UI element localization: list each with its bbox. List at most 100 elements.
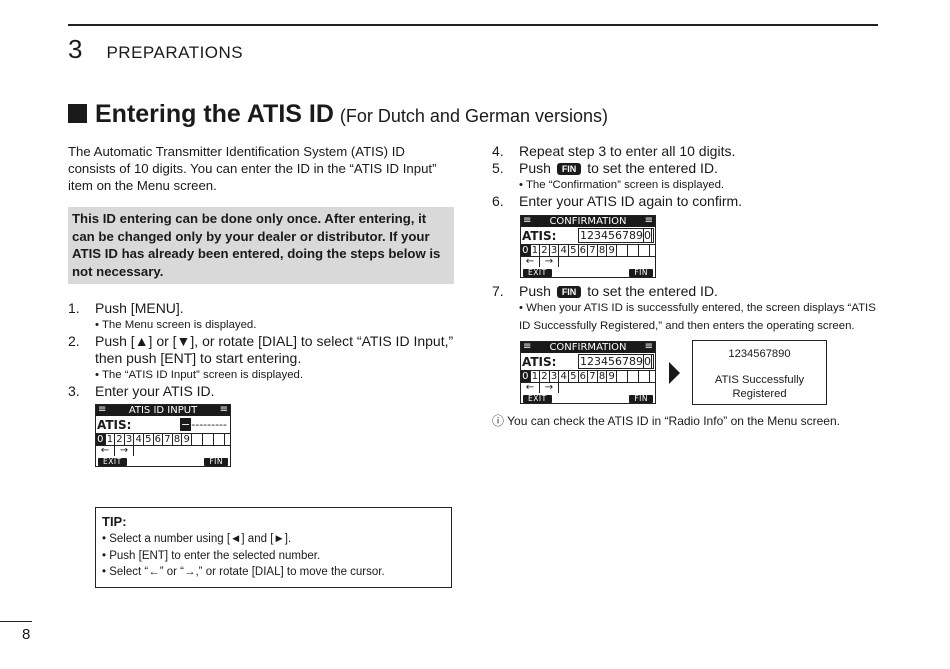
steps-left: 1. Push [MENU]. • The Menu screen is dis… xyxy=(68,300,454,467)
lcd-exit-key: EXIT xyxy=(523,269,552,277)
warning-box: This ID entering can be done only once. … xyxy=(68,207,454,284)
right-arrow-icon: → xyxy=(115,446,134,456)
lcd-confirmation-screen-final: CONFIRMATION ATIS: 1234567890 0 1 2 3 4 … xyxy=(520,341,656,404)
step-7: 7. Push FIN to set the entered ID. xyxy=(492,283,882,300)
section-subtitle: (For Dutch and German versions) xyxy=(339,106,608,126)
lcd-atis-value: −--------- xyxy=(179,418,228,431)
lcd-digit-row: 0 1 2 3 4 5 6 7 8 9 xyxy=(96,433,230,445)
lcd-digit-blank xyxy=(214,434,225,445)
lcd-value-digits: 123456789 xyxy=(580,229,643,242)
top-rule xyxy=(68,24,878,26)
chapter-number: 3 xyxy=(68,34,83,64)
fin-key-icon: FIN xyxy=(556,163,582,175)
step-text: to set the entered ID. xyxy=(587,160,718,176)
lcd-digit-blank xyxy=(203,434,214,445)
tip-item: • Push [ENT] to enter the selected numbe… xyxy=(102,549,321,562)
lcd-digit-blank xyxy=(639,371,650,382)
step-text: to set the entered ID. xyxy=(587,283,718,299)
lcd-title: CONFIRMATION xyxy=(521,215,655,227)
lcd-digit: 9 xyxy=(182,434,192,445)
chapter-title: PREPARATIONS xyxy=(106,43,244,62)
lcd-fin-key: FIN xyxy=(204,458,228,466)
lcd-digit: 4 xyxy=(559,371,569,382)
lcd-digit: 4 xyxy=(134,434,144,445)
section-heading: Entering the ATIS ID (For Dutch and Germ… xyxy=(68,100,608,129)
lcd-digit: 0 xyxy=(521,245,531,256)
lcd-value-dashes: --------- xyxy=(191,418,227,431)
left-arrow-icon: ← xyxy=(96,446,115,456)
step-5: 5. Push FIN to set the entered ID. xyxy=(492,160,882,177)
lcd-value-digits: 123456789 xyxy=(580,355,643,368)
step-text: Push [▲] or [▼], or rotate [DIAL] to sel… xyxy=(95,333,454,366)
step-1: 1. Push [MENU]. xyxy=(68,300,454,317)
lcd-atis-label: ATIS: xyxy=(522,354,557,369)
lcd-digit: 3 xyxy=(550,245,560,256)
lcd-digit: 7 xyxy=(163,434,173,445)
page-number: 8 xyxy=(22,626,31,643)
step-text: Repeat step 3 to enter all 10 digits. xyxy=(519,143,736,159)
right-arrow-icon: → xyxy=(540,383,559,393)
footer-rule xyxy=(0,621,32,622)
lcd-softkeys: EXIT FIN xyxy=(521,394,655,403)
step-number: 2. xyxy=(68,333,80,349)
lcd-softkeys: EXIT FIN xyxy=(521,268,655,277)
lcd-digit: 9 xyxy=(607,371,617,382)
step-text: Push [MENU]. xyxy=(95,300,184,316)
step-note: • The “ATIS ID Input” screen is displaye… xyxy=(95,369,304,381)
step-note: • When your ATIS ID is successfully ente… xyxy=(519,302,876,332)
lcd-digit: 5 xyxy=(144,434,154,445)
lcd-atis-row: ATIS: 1234567890 xyxy=(521,353,655,370)
lcd-atis-value: 1234567890 xyxy=(578,354,654,369)
lcd-digit: 1 xyxy=(531,371,541,382)
next-arrow-icon xyxy=(669,361,680,384)
step-6: 6. Enter your ATIS ID again to confirm. xyxy=(492,193,882,210)
lcd-digit: 7 xyxy=(588,245,598,256)
lcd-arrow-row: ← → xyxy=(521,256,655,267)
lcd-atis-row: ATIS: −--------- xyxy=(96,416,230,433)
lcd-digit: 1 xyxy=(106,434,116,445)
registered-screen: 1234567890 ATIS Successfully Registered xyxy=(692,340,827,405)
lcd-digit: 0 xyxy=(96,434,106,445)
tip-item: • Select “←” or “→,” or rotate [DIAL] to… xyxy=(102,566,385,578)
step-4: 4. Repeat step 3 to enter all 10 digits. xyxy=(492,143,882,160)
lcd-cursor: 0 xyxy=(643,354,652,369)
lcd-digit: 8 xyxy=(598,371,608,382)
tip-item: • Select a number using [◄] and [►]. xyxy=(102,533,292,545)
lcd-digit-row: 0 1 2 3 4 5 6 7 8 9 xyxy=(521,244,655,256)
step-note: • The Menu screen is displayed. xyxy=(95,319,257,331)
lcd-atis-input-screen: ATIS ID INPUT ATIS: −--------- 0 1 2 3 4… xyxy=(95,404,231,467)
lcd-digit-blank xyxy=(617,371,628,382)
intro-paragraph: The Automatic Transmitter Identification… xyxy=(68,144,437,193)
lcd-digit: 8 xyxy=(173,434,183,445)
step-number: 5. xyxy=(492,160,504,176)
registered-line2: Registered xyxy=(732,388,787,400)
lcd-cursor: 0 xyxy=(643,228,652,243)
result-row: CONFIRMATION ATIS: 1234567890 0 1 2 3 4 … xyxy=(520,340,882,405)
registered-line1: ATIS Successfully xyxy=(714,374,805,386)
lcd-arrow-row: ← → xyxy=(521,382,655,393)
step-3: 3. Enter your ATIS ID. xyxy=(68,383,454,400)
lcd-digit: 2 xyxy=(540,245,550,256)
lcd-digit: 0 xyxy=(521,371,531,382)
step-number: 1. xyxy=(68,300,80,316)
lcd-digit: 5 xyxy=(569,371,579,382)
left-column: The Automatic Transmitter Identification… xyxy=(68,143,454,588)
step-text: Enter your ATIS ID again to confirm. xyxy=(519,193,743,209)
info-note: ⓘ You can check the ATIS ID in “Radio In… xyxy=(492,414,840,428)
lcd-fin-key: FIN xyxy=(629,395,653,403)
lcd-digit: 5 xyxy=(569,245,579,256)
lcd-digit: 8 xyxy=(598,245,608,256)
lcd-digit-blank xyxy=(628,371,639,382)
lcd-atis-label: ATIS: xyxy=(97,417,132,432)
lcd-digit: 1 xyxy=(531,245,541,256)
lcd-title: CONFIRMATION xyxy=(521,341,655,353)
lcd-digit-blank xyxy=(639,245,650,256)
lcd-digit: 3 xyxy=(125,434,135,445)
lcd-digit: 7 xyxy=(588,371,598,382)
right-arrow-icon: → xyxy=(540,257,559,267)
step-number: 7. xyxy=(492,283,504,299)
lcd-atis-label: ATIS: xyxy=(522,228,557,243)
lcd-fin-key: FIN xyxy=(629,269,653,277)
step-text: Enter your ATIS ID. xyxy=(95,383,215,399)
lcd-atis-value: 1234567890 xyxy=(578,228,654,243)
